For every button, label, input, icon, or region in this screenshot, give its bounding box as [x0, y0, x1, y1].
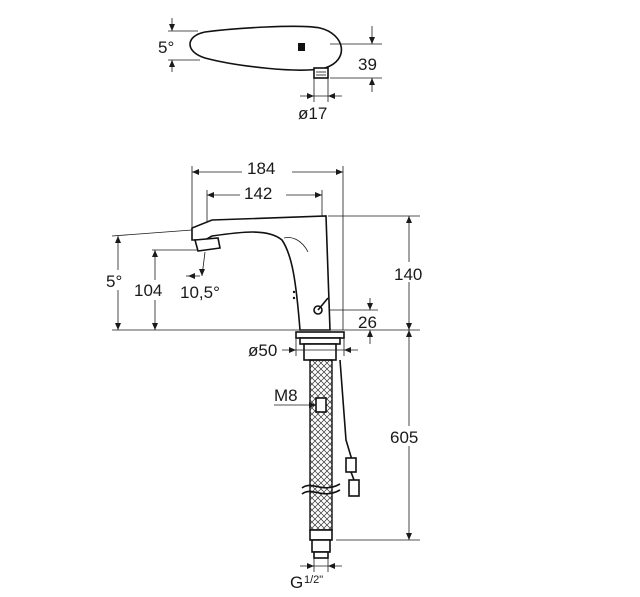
side-view-base-diameter-label: ø50: [248, 341, 277, 360]
side-view-body-height-label: 140: [394, 265, 422, 284]
side-view-angle-left-label: 5°: [106, 272, 122, 291]
top-view-angle-label: 5°: [158, 38, 174, 57]
base-plate: [295, 331, 345, 339]
side-view-spout-height-label: 104: [134, 281, 162, 300]
threaded-rod: [315, 397, 327, 413]
sensor-cable: [339, 359, 353, 461]
top-view-handle-outline: [189, 25, 343, 71]
top-view-logo-mark: [298, 43, 305, 51]
side-view-width-outer-label: 184: [247, 159, 275, 178]
side-view-width-inner-label: 142: [244, 184, 272, 203]
side-view-thread-label: M8: [274, 386, 298, 405]
top-view-outlet-nub: [313, 67, 329, 79]
side-view-base-offset-label: 26: [358, 313, 377, 332]
sensor-plug-bottom: [348, 479, 360, 497]
side-view-outlet-angle-label: 10,5°: [180, 283, 220, 302]
sensor-plug-top: [345, 457, 357, 473]
side-view: 184 142 5°: [104, 158, 432, 592]
top-view: 5° 39 ø17: [158, 18, 382, 123]
side-view-hose-length-label: 605: [390, 428, 418, 447]
side-view-connection-label: G: [290, 573, 303, 592]
hose-end-fitting: [309, 529, 333, 541]
faucet-body: [191, 215, 331, 331]
braided-hose: [309, 359, 333, 531]
top-view-diameter-label: ø17: [298, 104, 327, 123]
side-view-connection-fraction: 1/2": [304, 574, 323, 586]
spout-outlet: [193, 237, 221, 252]
top-view-height-label: 39: [358, 55, 377, 74]
